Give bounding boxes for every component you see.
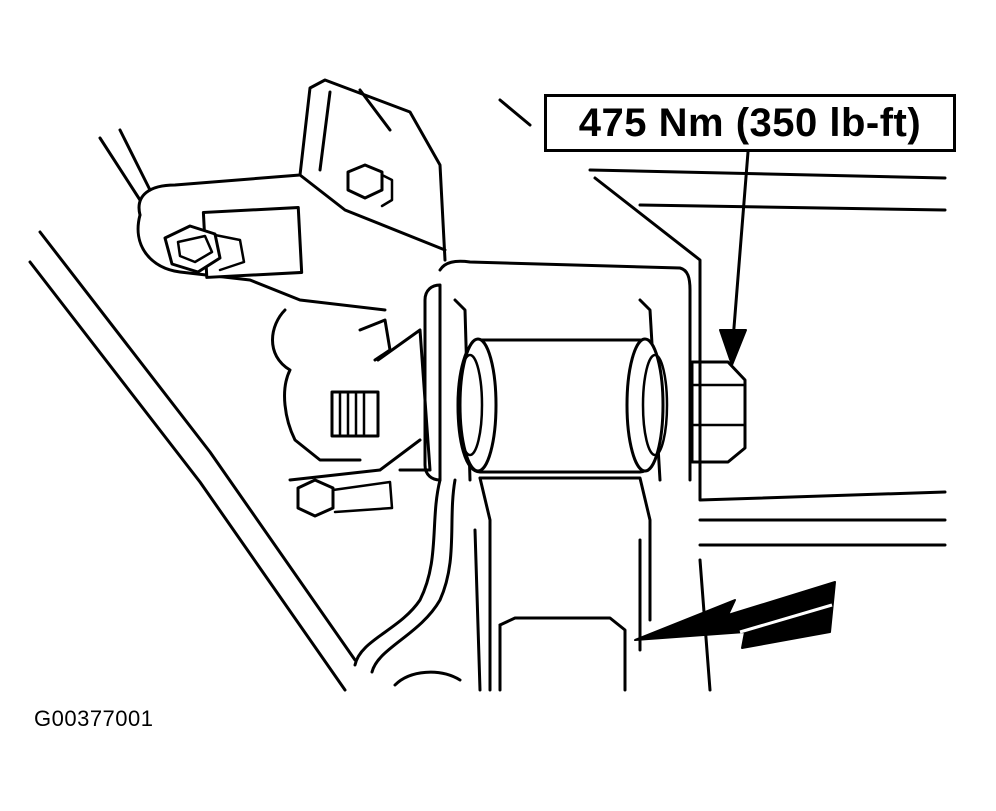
location-arrow [634, 581, 836, 649]
frame-rail-right [498, 98, 947, 692]
frame-rail-left [28, 128, 357, 692]
leaf-spring-stack [473, 476, 652, 692]
spring-eye-bushing [456, 337, 669, 474]
callout-leader [719, 150, 750, 366]
torque-callout-box: 475 Nm (350 lb-ft) [544, 94, 956, 152]
spring-hanger-bracket [136, 78, 447, 482]
figure-id-label: G00377001 [34, 706, 154, 731]
torque-specification-label: 475 Nm (350 lb-ft) [578, 100, 922, 145]
shackle-nut [690, 360, 747, 464]
bracket-bolt-lower [296, 478, 394, 518]
shackle-stud-threaded [330, 318, 432, 472]
bracket-bolt-top [346, 163, 394, 208]
brake-line-hose [353, 478, 462, 687]
bracket-bolt-upper [163, 224, 246, 274]
